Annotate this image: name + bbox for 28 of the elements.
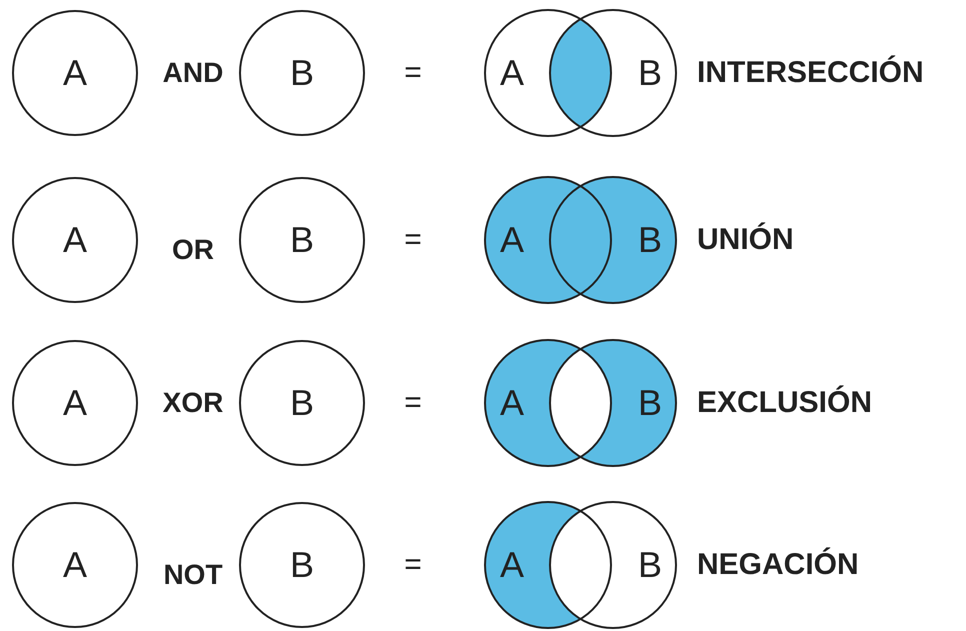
set-circle: A [12, 502, 138, 628]
equals-sign: = [404, 548, 422, 582]
operation-name: NEGACIÓN [697, 548, 859, 582]
set-letter: B [638, 52, 662, 94]
operation-name: INTERSECCIÓN [697, 56, 924, 90]
set-circle: A [12, 177, 138, 303]
set-letter: A [500, 382, 524, 424]
operator-label: AND [162, 57, 224, 89]
operator-label: OR [172, 234, 214, 266]
set-letter: A [500, 544, 524, 586]
equals-sign: = [404, 223, 422, 257]
equals-sign: = [404, 386, 422, 420]
set-letter: B [638, 382, 662, 424]
operator-label: XOR [162, 387, 224, 419]
operator-label: NOT [163, 559, 223, 591]
set-circle: B [239, 10, 365, 136]
set-letter: A [500, 219, 524, 261]
set-letter: B [638, 219, 662, 261]
set-circle: A [12, 10, 138, 136]
set-letter: B [638, 544, 662, 586]
set-letter: A [500, 52, 524, 94]
operation-name: UNIÓN [697, 223, 794, 257]
operation-name: EXCLUSIÓN [697, 386, 872, 420]
set-circle: A [12, 340, 138, 466]
equals-sign: = [404, 56, 422, 90]
set-circle: B [239, 177, 365, 303]
set-circle: B [239, 340, 365, 466]
set-circle: B [239, 502, 365, 628]
